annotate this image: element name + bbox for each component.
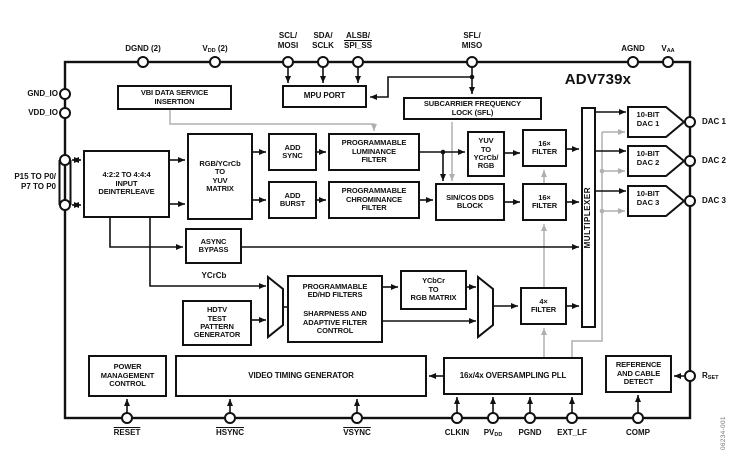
filter4-input-mux-shape: [477, 274, 494, 340]
dac2-label: 10-BIT DAC 2: [636, 149, 660, 167]
block-power-management-control: POWER MANAGEMENT CONTROL: [88, 355, 167, 397]
pin-label-sfl-miso: SFL/MISO: [461, 31, 483, 50]
pin-label-scl-mosi: SCL/MOSI: [277, 31, 299, 50]
gray-clock-wires: [169, 110, 625, 357]
dac2-shape: [627, 145, 686, 177]
gray-junction-dots: [599, 168, 605, 214]
pin-label-hsync: HSYNC: [215, 428, 244, 437]
block-vbi-data-service: VBI DATA SERVICE INSERTION: [117, 85, 232, 110]
dac1-label: 10-BIT DAC 1: [636, 110, 660, 128]
pin-label-agnd: AGND: [621, 44, 645, 53]
pin-label-comp: COMP: [626, 428, 650, 437]
pin-label-pgnd: PGND: [518, 428, 542, 437]
block-async-bypass: ASYNC BYPASS: [185, 228, 242, 264]
pin-label-dac3: DAC 3: [702, 196, 727, 205]
pin-label-clkin: CLKIN: [444, 428, 470, 437]
pin-label-pvdd: PVDD: [483, 428, 503, 438]
dac1-shape: [627, 106, 686, 138]
sharpness-control-label: SHARPNESS AND ADAPTIVE FILTER CONTROL: [302, 309, 368, 336]
block-edhd-filters-sharpness: PROGRAMMABLE ED/HD FILTERS SHARPNESS AND…: [287, 275, 383, 343]
pin-label-sda-sclk: SDA/SCLK: [312, 31, 334, 50]
chip-title: ADV739x: [564, 71, 632, 88]
block-subcarrier-frequency-lock: SUBCARRIER FREQUENCY LOCK (SFL): [403, 97, 542, 120]
pin-label-alsb-spi-ss: ALSB/SPI_SS: [343, 31, 372, 50]
pin-label-reset: RESET: [113, 428, 141, 437]
block-add-burst: ADD BURST: [268, 181, 317, 219]
block-sincos-dds: SIN/COS DDS BLOCK: [435, 183, 505, 221]
block-ycbcr-to-rgb-matrix: YCbCr TO RGB MATRIX: [400, 270, 467, 310]
dac-pentagons: [627, 106, 686, 217]
ycrcb-signal-label: YCrCb: [201, 271, 227, 280]
pin-label-vaa: VAA: [661, 44, 675, 54]
dac3-shape: [627, 185, 686, 217]
pin-label-vsync: VSYNC: [343, 428, 371, 437]
block-video-timing-generator: VIDEO TIMING GENERATOR: [175, 355, 427, 397]
pin-label-gnd-io: GND_IO: [27, 89, 58, 98]
signal-wires: [58, 67, 684, 413]
block-reference-cable-detect: REFERENCE AND CABLE DETECT: [605, 355, 672, 393]
figure-code: 06234-001: [720, 416, 727, 450]
mux-funnels: [267, 274, 494, 340]
multiplexer-label: MULTIPLEXER: [583, 186, 593, 249]
block-yuv-to-ycrcb-rgb: YUV TO YCrCb/ RGB: [467, 131, 505, 177]
dac3-label: 10-BIT DAC 3: [636, 189, 660, 207]
block-mpu-port: MPU PORT: [282, 85, 367, 108]
block-hdtv-test-pattern-generator: HDTV TEST PATTERN GENERATOR: [182, 300, 252, 346]
block-oversampling-pll: 16x/4x OVERSAMPLING PLL: [443, 357, 583, 395]
pin-label-ext-lf: EXT_LF: [557, 428, 587, 437]
block-rgb-ycrcb-to-yuv-matrix: RGB/YCrCb TO YUV MATRIX: [187, 133, 253, 220]
junction-dots: [440, 74, 475, 155]
pin-label-dac1: DAC 1: [702, 117, 727, 126]
block-add-sync: ADD SYNC: [268, 133, 317, 171]
block-programmable-luminance-filter: PROGRAMMABLE LUMINANCE FILTER: [328, 133, 420, 171]
block-16x-filter-top: 16× FILTER: [522, 129, 567, 167]
block-programmable-chrominance-filter: PROGRAMMABLE CHROMINANCE FILTER: [328, 181, 420, 219]
pin-label-dgnd: DGND (2): [125, 44, 161, 53]
block-4x-filter: 4× FILTER: [520, 287, 567, 325]
pin-label-vdd: VDD (2): [202, 44, 228, 54]
pin-circles: [59, 56, 696, 424]
pin-label-dac2: DAC 2: [702, 156, 727, 165]
block-input-deinterleave: 4:2:2 TO 4:4:4 INPUT DEINTERLEAVE: [83, 150, 170, 218]
pin-label-vdd-io: VDD_IO: [28, 108, 58, 117]
block-multiplexer: MULTIPLEXER: [581, 107, 596, 328]
chip-boundary: [63, 60, 692, 420]
pin-label-pixel-bus: P15 TO P0/P7 TO P0: [14, 172, 56, 191]
edhd-input-mux-shape: [267, 274, 284, 340]
pin-label-rset: RSET: [702, 371, 719, 381]
edhd-filters-label: PROGRAMMABLE ED/HD FILTERS: [302, 281, 368, 299]
block-16x-filter-bottom: 16× FILTER: [522, 183, 567, 221]
